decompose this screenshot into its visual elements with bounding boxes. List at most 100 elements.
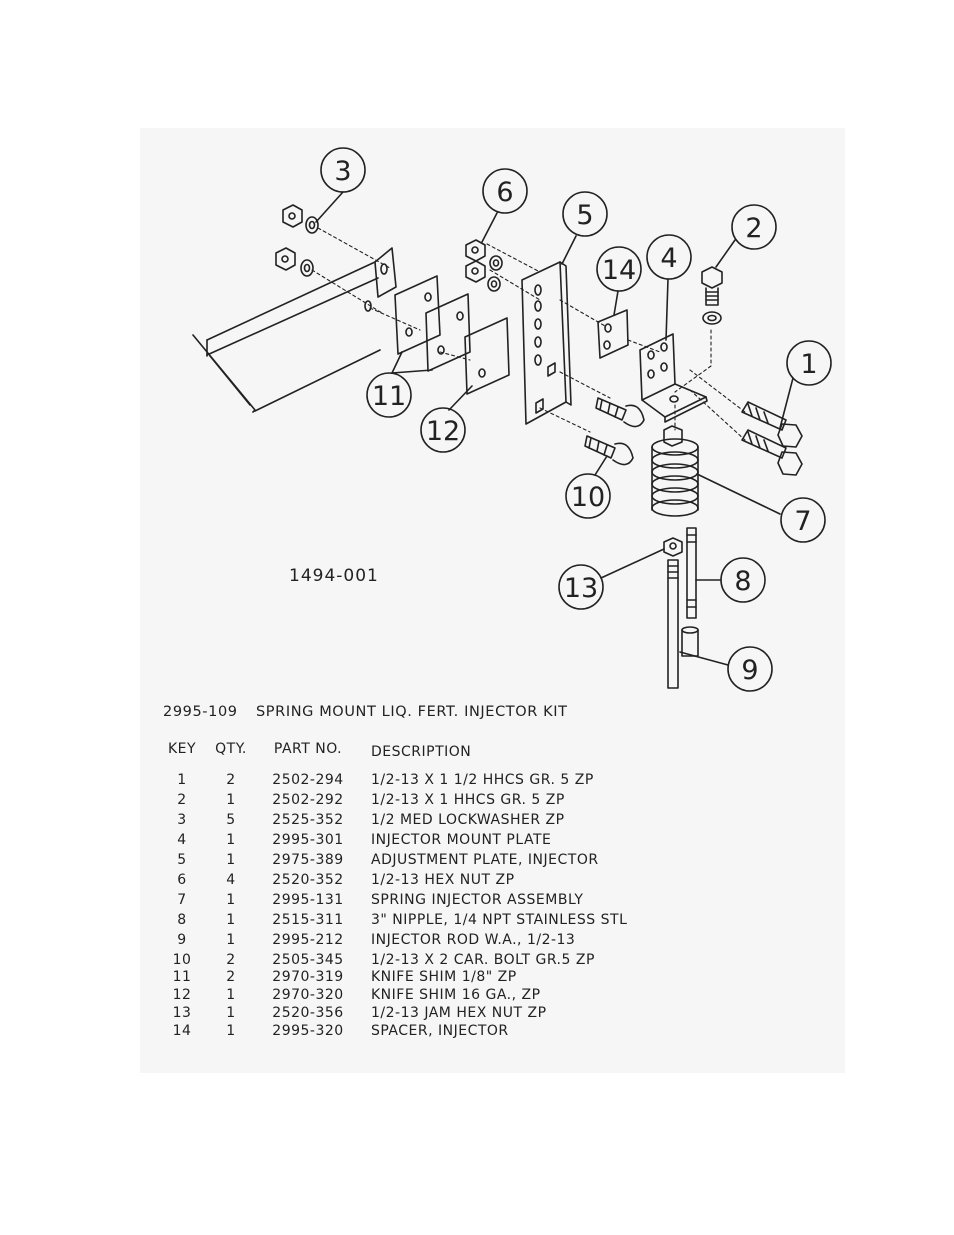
kit-name: SPRING MOUNT LIQ. FERT. INJECTOR KIT: [256, 704, 568, 720]
balloon-7: 7: [696, 473, 826, 543]
svg-text:8: 8: [734, 566, 751, 597]
kit-title: 2995-109 SPRING MOUNT LIQ. FERT. INJECTOR…: [163, 704, 568, 720]
cell-description: SPRING INJECTOR ASSEMBLY: [371, 892, 584, 908]
cell-qty: 2: [226, 952, 236, 968]
svg-text:9: 9: [741, 655, 758, 686]
table-row: 10 2 2505-345 1/2-13 X 2 CAR. BOLT GR.5 ZP: [163, 952, 683, 972]
cell-description: 1/2 MED LOCKWASHER ZP: [371, 812, 565, 828]
svg-text:1: 1: [800, 349, 817, 380]
callout-balloons: 3 6 5 2 14 4: [315, 147, 832, 692]
svg-text:5: 5: [576, 200, 593, 231]
cell-part-no: 2502-294: [272, 772, 344, 788]
cell-qty: 1: [226, 792, 236, 808]
cell-qty: 1: [226, 912, 236, 928]
cell-part-no: 2995-131: [272, 892, 344, 908]
cell-key: 1: [177, 772, 187, 788]
cell-qty: 1: [226, 1023, 236, 1039]
svg-text:12: 12: [426, 416, 460, 447]
carriage-bolts: [584, 397, 645, 466]
cell-key: 3: [177, 812, 187, 828]
cell-part-no: 2520-352: [272, 872, 344, 888]
adjustment-plate: [521, 261, 572, 425]
header-key: KEY: [167, 741, 197, 757]
table-row: 7 1 2995-131 SPRING INJECTOR ASSEMBLY: [163, 892, 683, 912]
spacer: [597, 309, 629, 359]
svg-text:14: 14: [602, 255, 636, 286]
hex-bolt-short: [701, 266, 723, 325]
cell-qty: 4: [226, 872, 236, 888]
cell-qty: 1: [226, 852, 236, 868]
cell-description: 1/2-13 JAM HEX NUT ZP: [371, 1005, 547, 1021]
cell-key: 4: [177, 832, 187, 848]
header-description: DESCRIPTION: [371, 744, 472, 760]
hex-bolts-long: [741, 401, 803, 476]
knife-shims: [394, 275, 510, 395]
svg-text:4: 4: [660, 243, 677, 274]
cell-description: 1/2-13 X 2 CAR. BOLT GR.5 ZP: [371, 952, 595, 968]
cell-key: 8: [177, 912, 187, 928]
exploded-view-drawing: 3 6 5 2 14 4: [192, 147, 832, 692]
cell-description: 3" NIPPLE, 1/4 NPT STAINLESS STL: [371, 912, 628, 928]
balloon-8: 8: [695, 557, 766, 603]
cell-key: 14: [172, 1023, 192, 1039]
cell-part-no: 2970-319: [272, 969, 344, 985]
cell-part-no: 2505-345: [272, 952, 344, 968]
balloon-3: 3: [315, 147, 366, 223]
cell-description: ADJUSTMENT PLATE, INJECTOR: [371, 852, 599, 868]
svg-text:3: 3: [334, 156, 351, 187]
header-part-no: PART NO.: [273, 741, 343, 757]
svg-text:13: 13: [564, 573, 598, 604]
header-qty: QTY.: [215, 741, 247, 757]
svg-text:6: 6: [496, 177, 513, 208]
cell-description: 1/2-13 X 1 HHCS GR. 5 ZP: [371, 792, 565, 808]
cell-part-no: 2995-212: [272, 932, 344, 948]
cell-key: 9: [177, 932, 187, 948]
cell-part-no: 2975-389: [272, 852, 344, 868]
drawing-number: 1494-001: [289, 566, 379, 586]
cell-part-no: 2970-320: [272, 987, 344, 1003]
cell-key: 2: [177, 792, 187, 808]
cell-qty: 1: [226, 932, 236, 948]
balloon-14: 14: [596, 246, 642, 316]
cell-key: 7: [177, 892, 187, 908]
cell-description: KNIFE SHIM 1/8" ZP: [371, 969, 517, 985]
balloon-6: 6: [481, 168, 528, 243]
balloon-2: 2: [715, 204, 777, 268]
svg-text:7: 7: [794, 506, 811, 537]
cell-description: 1/2-13 X 1 1/2 HHCS GR. 5 ZP: [371, 772, 594, 788]
kit-number: 2995-109: [163, 704, 238, 720]
balloon-10: 10: [565, 455, 611, 519]
cell-description: 1/2-13 HEX NUT ZP: [371, 872, 515, 888]
table-row: 6 4 2520-352 1/2-13 HEX NUT ZP: [163, 872, 683, 892]
cell-key: 10: [172, 952, 192, 968]
svg-text:10: 10: [571, 482, 605, 513]
cell-description: SPACER, INJECTOR: [371, 1023, 509, 1039]
injector-rod: [667, 559, 679, 689]
cell-qty: 1: [226, 1005, 236, 1021]
jam-hex-nut: [663, 537, 683, 557]
cell-qty: 5: [226, 812, 236, 828]
cell-part-no: 2995-320: [272, 1023, 344, 1039]
cell-key: 12: [172, 987, 192, 1003]
balloon-13: 13: [558, 548, 665, 610]
cell-key: 11: [172, 969, 192, 985]
lockwasher-group: [300, 216, 319, 277]
hex-nut-group-left: [275, 204, 303, 271]
svg-text:11: 11: [372, 381, 406, 412]
svg-text:2: 2: [745, 213, 762, 244]
hex-nut-group-right: [465, 239, 503, 292]
cell-qty: 1: [226, 987, 236, 1003]
injector-mount-plate: [639, 333, 708, 423]
spring-injector-assembly: [651, 425, 699, 517]
cell-key: 6: [177, 872, 187, 888]
cell-qty: 1: [226, 892, 236, 908]
